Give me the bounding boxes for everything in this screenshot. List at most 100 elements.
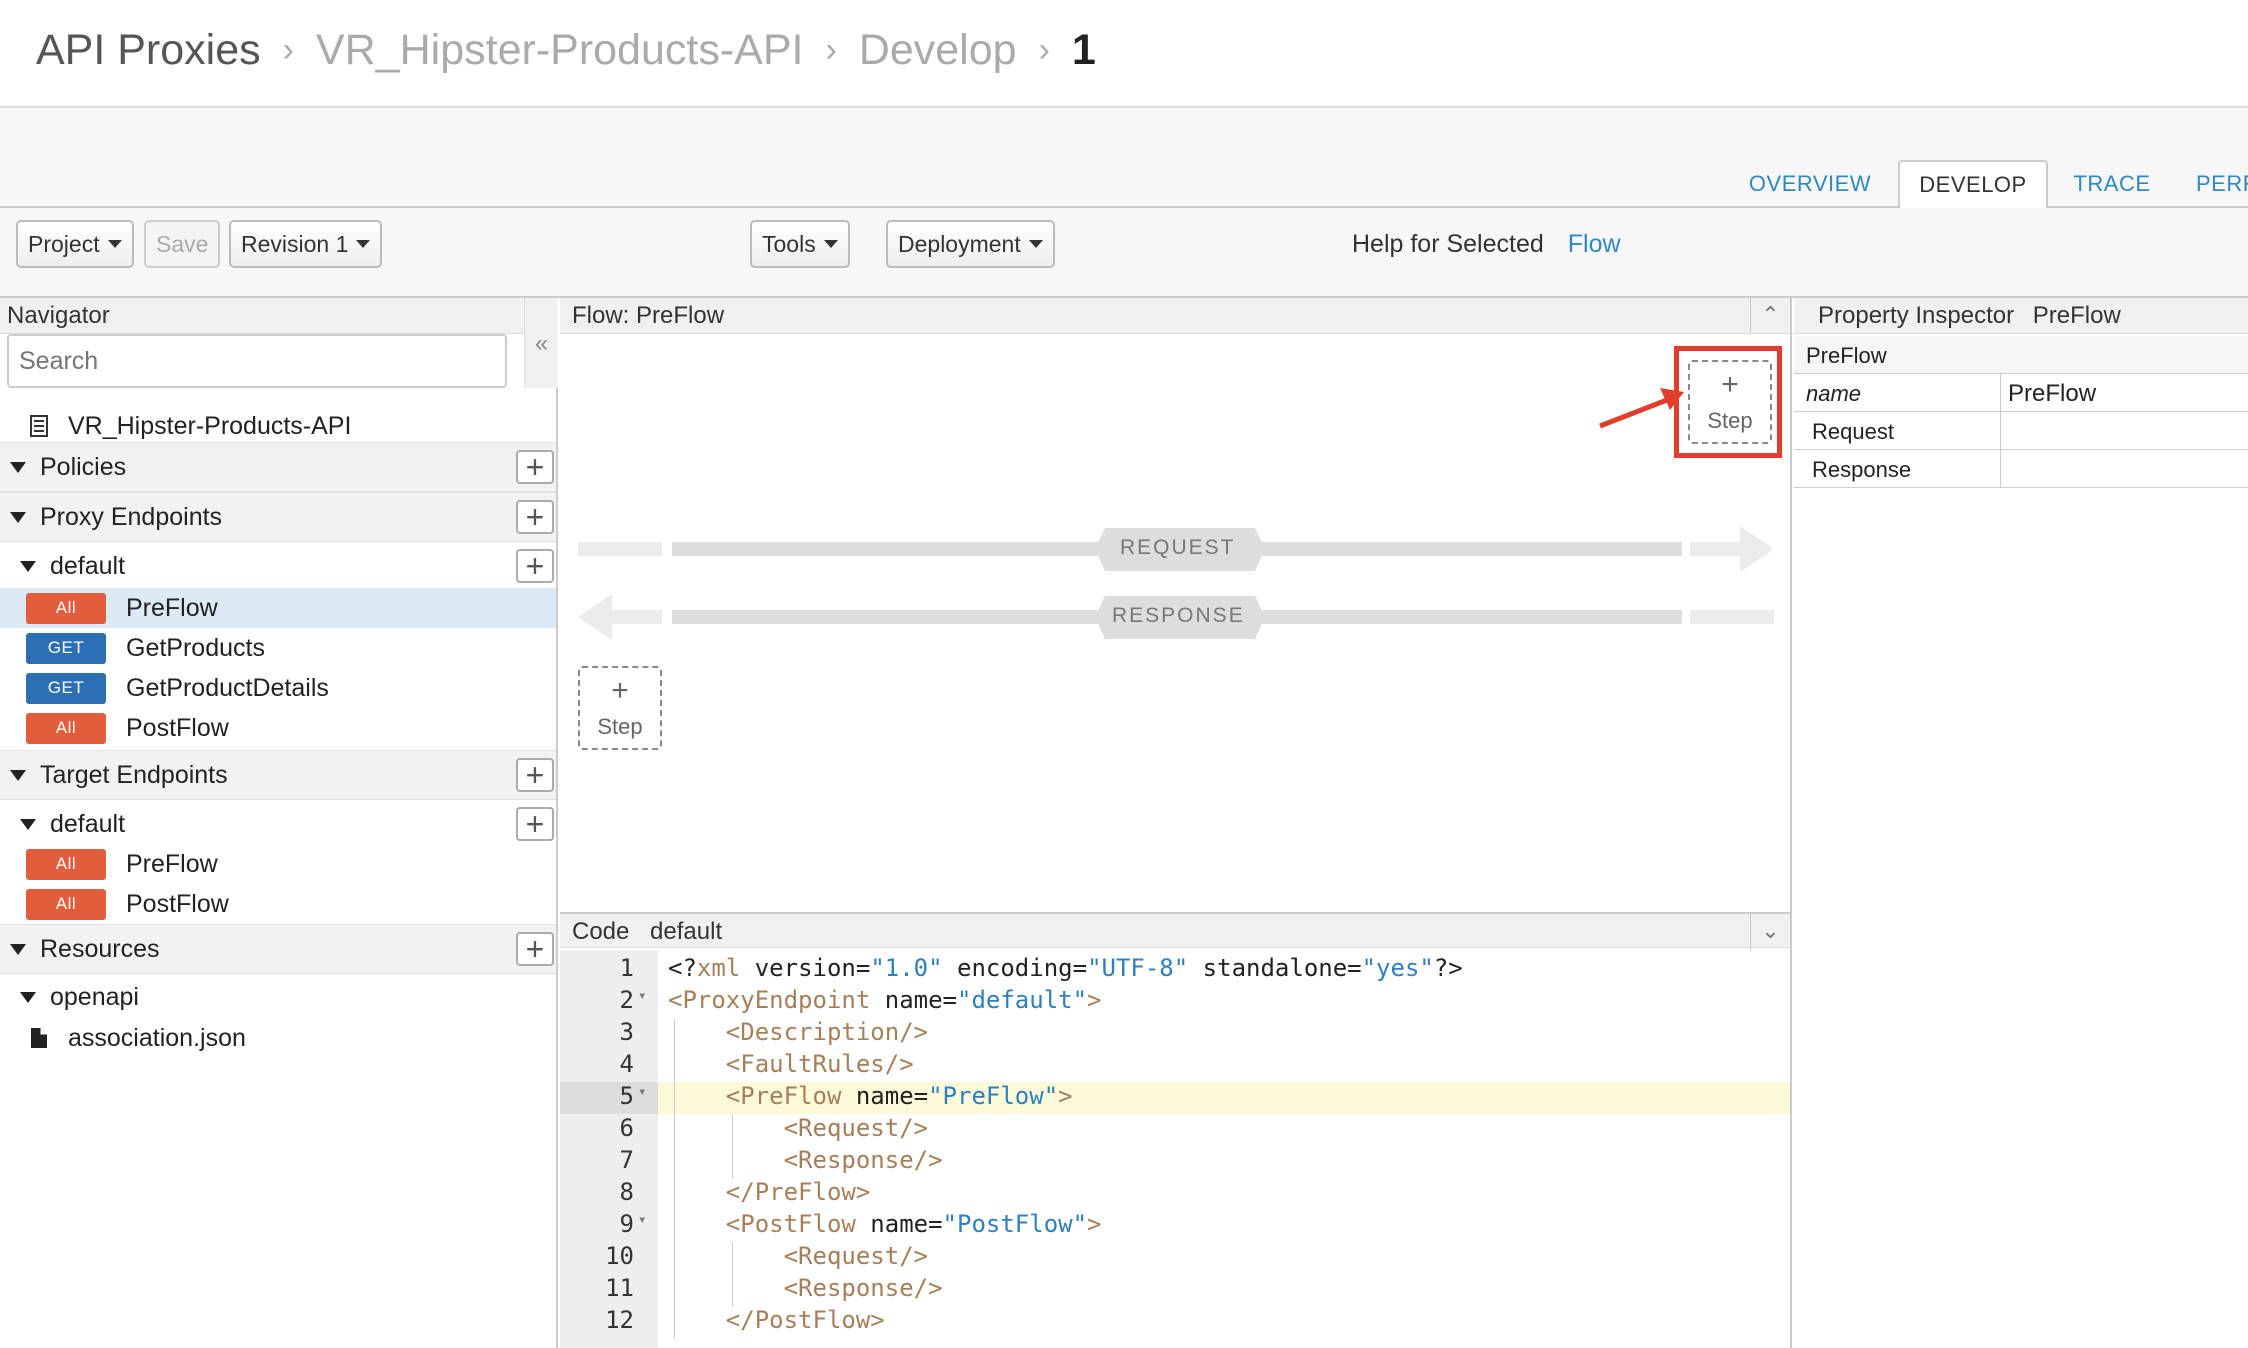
triangle-down-icon — [20, 818, 36, 830]
plus-icon: + — [611, 674, 629, 707]
tools-dropdown[interactable]: Tools — [750, 220, 850, 268]
caret-down-icon — [823, 240, 838, 248]
property-row-request[interactable]: Request — [1794, 412, 2248, 450]
code-line[interactable]: 2▾<ProxyEndpoint name="default"> — [560, 986, 1790, 1018]
add-response-step-button[interactable]: + Step — [578, 666, 662, 750]
breadcrumb-proxy-name[interactable]: VR_Hipster-Products-API — [315, 25, 804, 74]
code-line-active[interactable]: 5▾ <PreFlow name="PreFlow"> — [560, 1082, 1790, 1114]
tab-bar: OVERVIEW DEVELOP TRACE PERF — [0, 108, 2248, 210]
tab-trace[interactable]: TRACE — [2073, 171, 2151, 196]
nav-flow-item[interactable]: All PreFlow — [0, 588, 556, 628]
nav-flow-item[interactable]: GET GetProducts — [0, 628, 556, 668]
project-label: Project — [28, 230, 100, 257]
pointer-arrow-line — [1599, 395, 1673, 429]
help-flow-link[interactable]: Flow — [1567, 229, 1621, 258]
nav-flow-item[interactable]: All PostFlow — [0, 884, 556, 924]
line-number: 5 — [560, 1082, 658, 1114]
fold-arrow-icon[interactable]: ▾ — [638, 1084, 647, 1100]
add-flow-button[interactable]: + — [516, 549, 554, 583]
nav-openapi-folder[interactable]: openapi — [0, 976, 556, 1018]
code-line[interactable]: 4 <FaultRules/> — [560, 1050, 1790, 1082]
add-target-endpoint-button[interactable]: + — [516, 758, 554, 792]
help-label: Help for Selected — [1352, 229, 1544, 258]
code-line[interactable]: 1<?xml version="1.0" encoding="UTF-8" st… — [560, 954, 1790, 986]
tools-label: Tools — [762, 230, 816, 257]
nav-flow-item[interactable]: GET GetProductDetails — [0, 668, 556, 708]
toolbar: Project Save Revision 1 Tools Deployment… — [0, 208, 2248, 298]
property-section-header: PreFlow — [1794, 336, 2248, 374]
nav-proxy-default[interactable]: default + — [0, 544, 556, 588]
property-row-response[interactable]: Response — [1794, 450, 2248, 488]
nav-section-proxy-endpoints[interactable]: Proxy Endpoints + — [0, 492, 556, 542]
line-number: 10 — [605, 1242, 634, 1270]
line-number: 4 — [619, 1050, 634, 1078]
flow-badge: GET — [26, 632, 106, 664]
project-dropdown[interactable]: Project — [16, 220, 134, 268]
nav-target-endpoints-label: Target Endpoints — [40, 760, 228, 789]
code-line[interactable]: 8 </PreFlow> — [560, 1178, 1790, 1210]
navigator-title: Navigator — [0, 298, 556, 334]
nav-flow-item[interactable]: All PostFlow — [0, 708, 556, 748]
navigator-panel: Navigator « VR_Hipster-Products-API Poli… — [0, 298, 558, 1348]
breadcrumb-develop[interactable]: Develop — [858, 25, 1017, 74]
breadcrumb-api-proxies[interactable]: API Proxies — [36, 25, 261, 74]
flow-name: GetProductDetails — [126, 673, 329, 702]
code-line[interactable]: 12 </PostFlow> — [560, 1306, 1790, 1338]
property-inspector-subject: PreFlow — [2032, 302, 2121, 329]
property-key: Response — [1812, 457, 1912, 482]
triangle-down-icon — [10, 769, 26, 781]
flow-name: GetProducts — [126, 633, 265, 662]
line-number: 8 — [619, 1178, 634, 1206]
collapse-left-icon[interactable]: « — [524, 298, 558, 388]
flow-name: PostFlow — [126, 713, 229, 742]
tab-overview[interactable]: OVERVIEW — [1748, 171, 1872, 196]
property-row-name[interactable]: name PreFlow — [1794, 374, 2248, 412]
chevron-down-icon[interactable]: ⌄ — [1750, 914, 1790, 950]
fold-arrow-icon[interactable]: ▾ — [638, 1212, 647, 1228]
property-inspector-panel: Property Inspector PreFlow PreFlow name … — [1794, 298, 2248, 1348]
revision-label: Revision 1 — [241, 230, 349, 257]
fold-arrow-icon[interactable]: ▾ — [638, 988, 647, 1004]
property-value-cell[interactable] — [2000, 374, 2248, 412]
deployment-label: Deployment — [898, 230, 1021, 257]
nav-resource-file[interactable]: association.json — [0, 1018, 556, 1058]
code-line[interactable]: 9▾ <PostFlow name="PostFlow"> — [560, 1210, 1790, 1242]
add-proxy-endpoint-button[interactable]: + — [516, 500, 554, 534]
nav-section-policies[interactable]: Policies + — [0, 442, 556, 492]
flow-badge: All — [26, 888, 106, 920]
nav-proxy-root[interactable]: VR_Hipster-Products-API — [0, 408, 556, 444]
deployment-dropdown[interactable]: Deployment — [886, 220, 1055, 268]
code-line[interactable]: 3 <Description/> — [560, 1018, 1790, 1050]
add-resource-button[interactable]: + — [516, 932, 554, 966]
line-number: 6 — [619, 1114, 634, 1142]
indent-guide — [674, 1018, 675, 1338]
property-value-cell[interactable] — [2000, 412, 2248, 450]
response-lane-end — [1690, 610, 1774, 624]
chevron-up-icon[interactable]: ⌃ — [1750, 298, 1790, 334]
indent-guide — [732, 1242, 733, 1306]
code-line[interactable]: 7 <Response/> — [560, 1146, 1790, 1178]
property-key: name — [1806, 381, 1862, 406]
nav-section-target-endpoints[interactable]: Target Endpoints + — [0, 750, 556, 800]
nav-flow-item[interactable]: All PreFlow — [0, 844, 556, 884]
save-button[interactable]: Save — [144, 220, 221, 268]
code-line[interactable]: 10 <Request/> — [560, 1242, 1790, 1274]
code-line[interactable]: 6 <Request/> — [560, 1114, 1790, 1146]
nav-resource-file-label: association.json — [68, 1023, 246, 1052]
add-flow-button[interactable]: + — [516, 807, 554, 841]
code-line[interactable]: 11 <Response/> — [560, 1274, 1790, 1306]
revision-dropdown[interactable]: Revision 1 — [229, 220, 383, 268]
nav-target-default[interactable]: default + — [0, 802, 556, 846]
response-arrow-head — [578, 594, 612, 640]
tab-develop[interactable]: DEVELOP — [1898, 160, 2048, 210]
nav-section-resources[interactable]: Resources + — [0, 924, 556, 974]
line-number: 1 — [619, 954, 634, 982]
search-input[interactable] — [7, 334, 507, 388]
nav-policies-label: Policies — [40, 452, 127, 481]
property-value: PreFlow — [2008, 380, 2097, 407]
add-policy-button[interactable]: + — [516, 450, 554, 484]
property-value-cell[interactable] — [2000, 450, 2248, 488]
add-request-step-button[interactable]: + Step — [1688, 360, 1772, 444]
tab-performance[interactable]: PERF — [2196, 171, 2248, 196]
chevron-right-icon: › — [825, 30, 837, 69]
